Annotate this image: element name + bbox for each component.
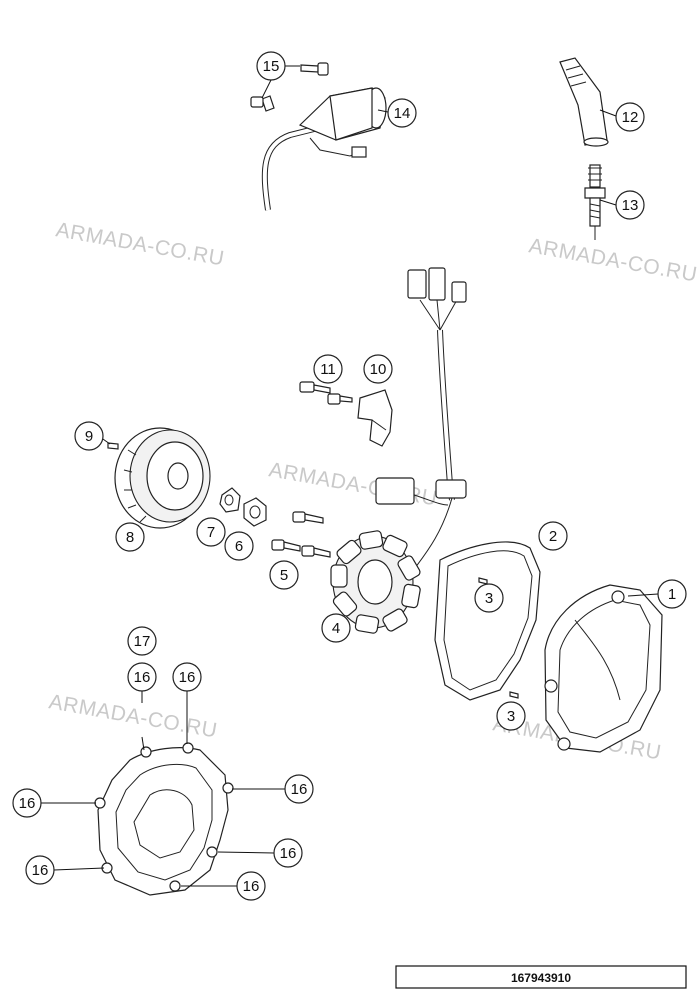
- callout-16-b: 16: [172, 662, 202, 692]
- callout-14: 14: [387, 98, 417, 128]
- callout-16-f-label: 16: [32, 862, 49, 879]
- leader-lines: [40, 65, 659, 887]
- callout-7: 7: [196, 517, 226, 547]
- document-number: 167943910: [511, 971, 571, 985]
- callout-17-label: 17: [134, 633, 151, 650]
- watermark-2: ARMADA-CO.RU: [527, 234, 699, 286]
- callout-10-label: 10: [370, 361, 387, 378]
- callout-6: 6: [224, 531, 254, 561]
- callout-9-label: 9: [85, 428, 93, 445]
- woodruff-key: [107, 442, 119, 450]
- callout-16-c-label: 16: [291, 781, 308, 798]
- callout-12: 12: [615, 102, 645, 132]
- callout-15: 15: [256, 51, 286, 81]
- callout-13-label: 13: [622, 197, 639, 214]
- callout-5: 5: [269, 560, 299, 590]
- coil-screws: [250, 62, 329, 112]
- callout-3-lower-label: 3: [507, 708, 515, 725]
- ignition-coil: [261, 87, 387, 211]
- callout-16-c: 16: [284, 774, 314, 804]
- callout-1-label: 1: [668, 586, 676, 603]
- callout-14-label: 14: [394, 105, 411, 122]
- callout-16-a: 16: [127, 662, 157, 692]
- callout-13: 13: [615, 190, 645, 220]
- callout-17: 17: [127, 626, 157, 656]
- callout-8: 8: [115, 522, 145, 552]
- callout-3-upper: 3: [474, 583, 504, 613]
- callout-4-label: 4: [332, 620, 340, 637]
- callout-6-label: 6: [235, 538, 243, 555]
- stator-screws: [271, 511, 331, 558]
- callout-2: 2: [538, 521, 568, 551]
- watermark-1: ARMADA-CO.RU: [54, 218, 226, 270]
- callout-10: 10: [363, 354, 393, 384]
- callout-2-label: 2: [549, 528, 557, 545]
- callout-8-label: 8: [126, 529, 134, 546]
- cover-gasket: [434, 541, 541, 701]
- callout-16-d-label: 16: [19, 795, 36, 812]
- callout-16-b-label: 16: [179, 669, 196, 686]
- callout-16-e: 16: [273, 838, 303, 868]
- callout-3-upper-label: 3: [485, 590, 493, 607]
- cable-bracket: [357, 389, 393, 447]
- callout-12-label: 12: [622, 109, 639, 126]
- callout-16-g-label: 16: [243, 878, 260, 895]
- callout-7-label: 7: [207, 524, 215, 541]
- flywheel-nut: [243, 497, 267, 527]
- callout-16-d: 16: [12, 788, 42, 818]
- stator: [330, 530, 421, 634]
- cover-inner: [94, 742, 234, 896]
- callout-5-label: 5: [280, 567, 288, 584]
- callout-16-f: 16: [25, 855, 55, 885]
- callout-1: 1: [657, 579, 687, 609]
- washer: [219, 487, 241, 513]
- bracket-screws: [299, 381, 353, 405]
- callout-3-lower: 3: [496, 701, 526, 731]
- flywheel: [114, 427, 211, 529]
- watermark-4: ARMADA-CO.RU: [47, 690, 219, 742]
- document-number-box: 167943910: [395, 965, 687, 989]
- spark-plug-connector: [559, 57, 609, 147]
- callout-4: 4: [321, 613, 351, 643]
- spark-plug: [584, 164, 606, 240]
- ignition-cover: [544, 584, 663, 753]
- callout-15-label: 15: [263, 58, 280, 75]
- callout-16-e-label: 16: [280, 845, 297, 862]
- callout-9: 9: [74, 421, 104, 451]
- callouts: 1 2 3 3 4 5 6 7 8 9 10 11 12 13 14 15 17…: [12, 51, 687, 901]
- callout-16-a-label: 16: [134, 669, 151, 686]
- callout-11-label: 11: [320, 361, 336, 378]
- callout-11: 11: [313, 354, 343, 384]
- callout-16-g: 16: [236, 871, 266, 901]
